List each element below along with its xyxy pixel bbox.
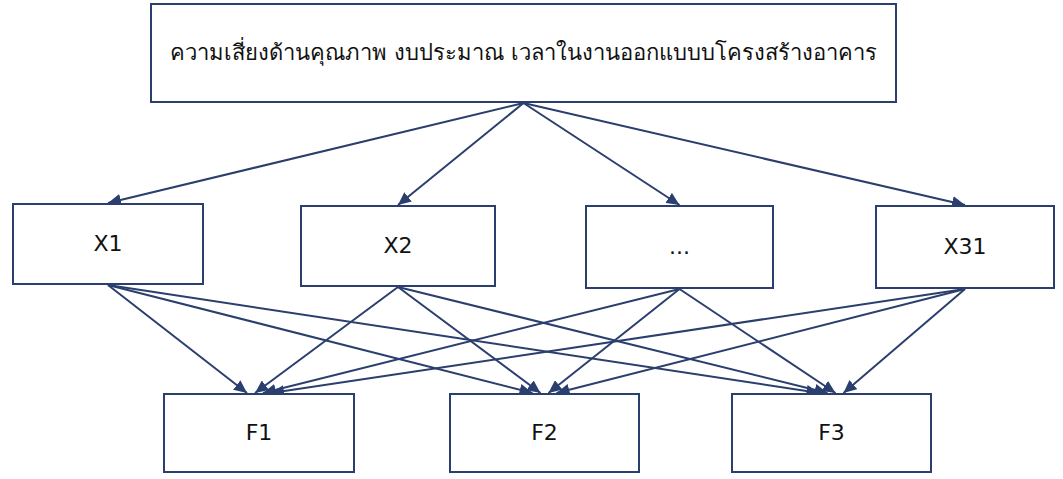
factor-box: X2 xyxy=(300,205,496,287)
result-box: F3 xyxy=(731,393,932,473)
connector-arrow xyxy=(398,103,524,205)
box-label: F2 xyxy=(531,419,558,448)
connector-arrow xyxy=(557,289,966,393)
box-label: ... xyxy=(669,233,690,262)
box-label: X2 xyxy=(383,232,412,261)
connector-arrow xyxy=(271,289,965,393)
box-label: ความเสี่ยงด้านคุณภาพ งบประมาณ เวลาในงานอ… xyxy=(170,39,877,68)
factor-box: X31 xyxy=(875,205,1055,289)
box-label: X31 xyxy=(943,233,986,262)
connector-arrow xyxy=(108,285,820,393)
factor-box: ... xyxy=(585,205,774,289)
connector-arrow xyxy=(398,287,541,393)
box-label: F3 xyxy=(818,419,845,448)
goal-box: ความเสี่ยงด้านคุณภาพ งบประมาณ เวลาในงานอ… xyxy=(150,3,897,103)
connector-arrow xyxy=(524,103,966,205)
result-box: F1 xyxy=(163,393,355,473)
factor-box: X1 xyxy=(12,203,204,285)
box-label: F1 xyxy=(246,419,273,448)
result-box: F2 xyxy=(449,393,640,473)
connector-arrow xyxy=(524,103,680,205)
box-label: X1 xyxy=(93,230,122,259)
connector-arrow xyxy=(844,289,966,393)
connector-arrow xyxy=(108,285,247,393)
